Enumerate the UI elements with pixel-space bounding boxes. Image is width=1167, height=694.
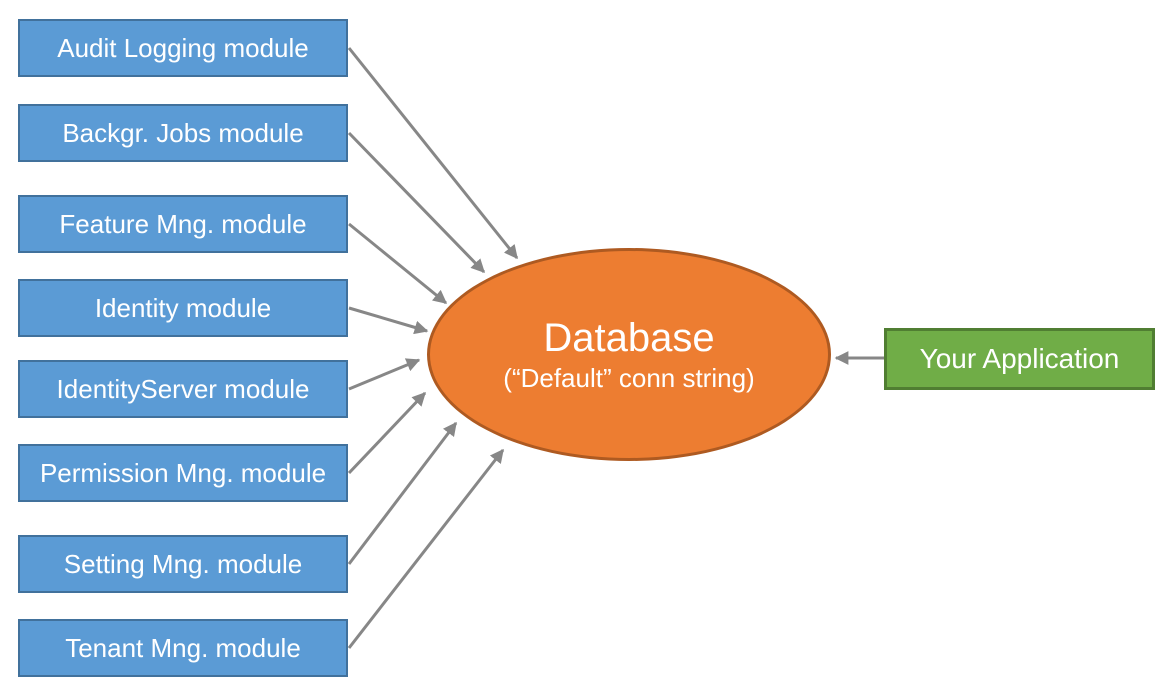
module-label: Audit Logging module <box>57 32 309 63</box>
arrow-identityserver-to-database <box>348 358 421 391</box>
module-label: Tenant Mng. module <box>65 632 301 663</box>
module-box-tenant-mng: Tenant Mng. module <box>18 619 348 677</box>
module-label: Identity module <box>94 292 272 323</box>
arrow-backgr-jobs-to-database <box>347 131 486 274</box>
module-box-identity: Identity module <box>18 279 348 337</box>
module-box-audit-logging: Audit Logging module <box>18 19 348 77</box>
database-subtitle: (“Default” conn string) <box>503 363 755 393</box>
arrow-setting-mng-to-database <box>347 421 458 565</box>
your-application-label: Your Application <box>919 343 1120 374</box>
module-label: Setting Mng. module <box>63 548 303 579</box>
module-box-setting-mng: Setting Mng. module <box>18 535 348 593</box>
module-label: Feature Mng. module <box>59 208 307 239</box>
arrow-audit-logging-to-database <box>347 47 519 260</box>
module-box-identityserver: IdentityServer module <box>18 360 348 418</box>
database-title: Database <box>543 316 715 360</box>
arrow-identity-to-database <box>348 306 429 335</box>
module-box-permission-mng: Permission Mng. module <box>18 444 348 502</box>
module-label: Permission Mng. module <box>39 457 327 488</box>
arrow-tenant-mng-to-database <box>347 448 505 649</box>
module-label: Backgr. Jobs module <box>62 117 304 148</box>
your-application-box: Your Application <box>884 328 1155 390</box>
database-ellipse: Database (“Default” conn string) <box>427 248 831 461</box>
module-box-feature-mng: Feature Mng. module <box>18 195 348 253</box>
arrow-feature-mng-to-database <box>348 222 448 305</box>
arrow-permission-mng-to-database <box>347 391 427 475</box>
module-label: IdentityServer module <box>56 373 310 404</box>
module-box-backgr-jobs: Backgr. Jobs module <box>18 104 348 162</box>
